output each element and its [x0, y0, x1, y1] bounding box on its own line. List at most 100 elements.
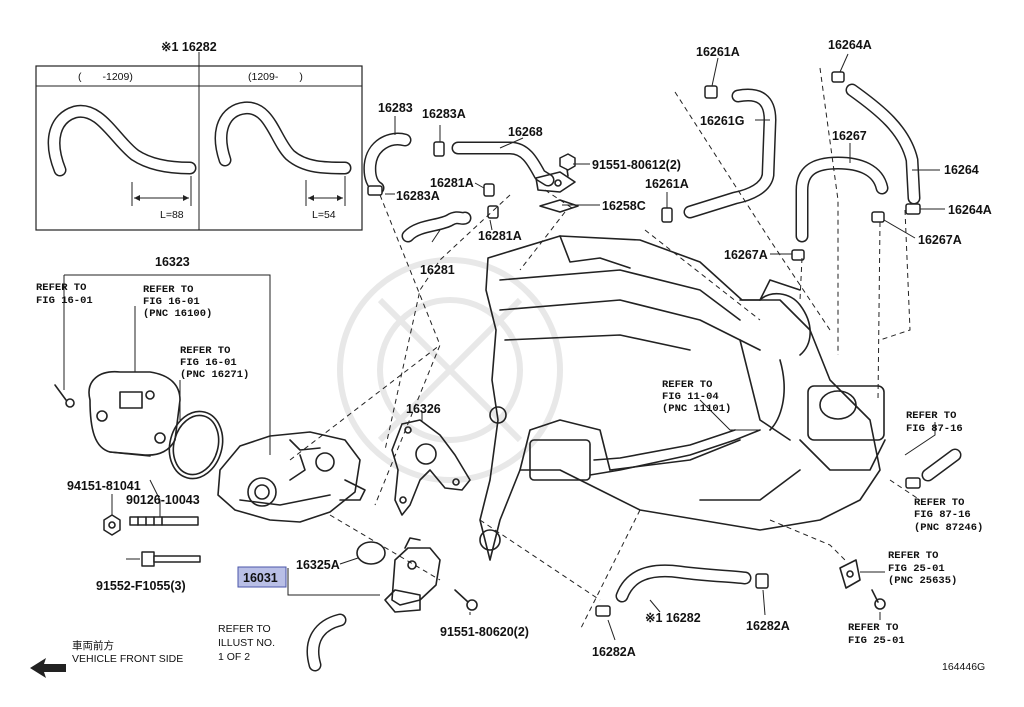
svg-text:FIG 16-01: FIG 16-01 [36, 295, 93, 307]
inset-left-range: ( -1209) [78, 71, 133, 83]
label-16282A-right[interactable]: 16282A [746, 619, 790, 633]
label-90126-10043[interactable]: 90126-10043 [126, 493, 200, 507]
ref-fig16-01-c[interactable]: REFER TO FIG 16-01 (PNC 16271) [180, 345, 249, 381]
water-inlet-16031 [384, 537, 441, 613]
watermark-logo [337, 257, 563, 483]
inset-right-range: (1209- ) [248, 71, 303, 83]
inset-box: ※1 16282 ( -1209) (1209- ) L=88 L=54 [35, 40, 363, 231]
hose-16283 [363, 132, 412, 195]
label-16261A-top[interactable]: 16261A [696, 45, 740, 59]
label-16325A[interactable]: 16325A [296, 558, 340, 572]
label-16281[interactable]: 16281 [420, 263, 455, 277]
label-91552-F1055[interactable]: 91552-F1055(3) [96, 579, 186, 593]
label-16031[interactable]: 16031 [243, 571, 278, 585]
label-94151-81041[interactable]: 94151-81041 [67, 479, 141, 493]
hose-16282-early: L=88 [47, 104, 197, 221]
engine-block [479, 235, 886, 561]
hose-refer-fig87 [905, 448, 962, 489]
svg-text:REFER TO: REFER TO [662, 379, 712, 391]
inset-title: ※1 16282 [161, 40, 217, 54]
ref-fig87-16-b[interactable]: REFER TO FIG 87-16 (PNC 87246) [914, 497, 983, 534]
svg-text:(PNC 16100): (PNC 16100) [143, 308, 212, 320]
svg-text:(PNC 16271): (PNC 16271) [180, 369, 249, 381]
ref-fig11-04[interactable]: REFER TO FIG 11-04 (PNC 11101) [662, 379, 731, 415]
ref-fig16-01-a[interactable]: REFER TO FIG 16-01 [36, 282, 93, 307]
hose-16267 [795, 156, 889, 243]
clamp-16261A-top [704, 85, 718, 99]
bolt-refer-fig16 [54, 384, 75, 408]
label-16283[interactable]: 16283 [378, 101, 413, 115]
reference-labels: REFER TO FIG 16-01 REFER TO FIG 16-01 (P… [36, 282, 983, 663]
front-label-jp: 車両前方 [72, 639, 114, 652]
label-91551-80612[interactable]: 91551-80612(2) [592, 158, 681, 172]
svg-text:1 OF 2: 1 OF 2 [218, 651, 250, 663]
svg-text:(PNC 25635): (PNC 25635) [888, 575, 957, 587]
hose-16282-main [615, 564, 752, 603]
svg-text:ILLUST NO.: ILLUST NO. [218, 637, 275, 649]
bracket-refer-fig25 [839, 559, 886, 610]
label-16261G[interactable]: 16261G [700, 114, 744, 128]
clamp-16264A-right [905, 203, 921, 215]
hose-16281 [401, 211, 472, 243]
svg-text:REFER TO: REFER TO [36, 282, 86, 294]
clamp-16261A-mid [661, 207, 673, 223]
highlight-16031 [237, 566, 287, 588]
ref-fig25-01-a[interactable]: REFER TO FIG 25-01 (PNC 25635) [888, 550, 957, 587]
part-labels: 16283 16283A 16283A 16268 91551-80612(2)… [67, 38, 992, 659]
label-91551-80620[interactable]: 91551-80620(2) [440, 625, 529, 639]
svg-text:REFER TO: REFER TO [914, 497, 964, 509]
svg-text:FIG 25-01: FIG 25-01 [888, 563, 945, 575]
ref-fig87-16-a[interactable]: REFER TO FIG 87-16 [906, 410, 963, 435]
gasket-16326 [391, 419, 471, 516]
svg-text:REFER TO: REFER TO [143, 284, 193, 296]
svg-text:REFER TO: REFER TO [848, 622, 898, 634]
ref-fig16-01-b[interactable]: REFER TO FIG 16-01 (PNC 16100) [143, 284, 212, 320]
label-16283A-top[interactable]: 16283A [422, 107, 466, 121]
label-16282-main[interactable]: ※1 16282 [645, 611, 701, 625]
figure-code: 164446G [942, 661, 985, 673]
label-16326[interactable]: 16326 [406, 402, 441, 416]
label-16267A-right[interactable]: 16267A [918, 233, 962, 247]
clamp-16267A-mid [791, 249, 805, 261]
label-16283A-bottom[interactable]: 16283A [396, 189, 440, 203]
label-16267A-mid[interactable]: 16267A [724, 248, 768, 262]
svg-text:REFER TO: REFER TO [180, 345, 230, 357]
leader-lines [63, 53, 945, 641]
clamp-16264A-top [831, 71, 845, 83]
svg-text:REFER TO: REFER TO [906, 410, 956, 422]
clamp-16281A-top [483, 183, 495, 197]
inset-left-length: L=88 [160, 209, 184, 221]
hose-16282-late: L=54 [214, 101, 352, 221]
label-16267[interactable]: 16267 [832, 129, 867, 143]
label-16281A-bottom[interactable]: 16281A [478, 229, 522, 243]
label-16264[interactable]: 16264 [944, 163, 979, 177]
stud-90126-10043 [129, 516, 199, 526]
svg-text:FIG 25-01: FIG 25-01 [848, 635, 905, 647]
front-arrow-icon [30, 658, 66, 678]
clamp-16282A-right [755, 573, 769, 589]
gasket-16258C [539, 199, 579, 213]
label-16268[interactable]: 16268 [508, 125, 543, 139]
label-16258C[interactable]: 16258C [602, 199, 646, 213]
o-ring-16325A [356, 541, 386, 565]
inset-right-length: L=54 [312, 209, 336, 221]
svg-text:FIG 11-04: FIG 11-04 [662, 391, 719, 403]
label-16261A-mid[interactable]: 16261A [645, 177, 689, 191]
label-16323[interactable]: 16323 [155, 255, 190, 269]
bolt-91552-F1055 [141, 551, 201, 567]
svg-text:(PNC 87246): (PNC 87246) [914, 522, 983, 534]
svg-text:REFER TO: REFER TO [888, 550, 938, 562]
label-16281A-top[interactable]: 16281A [430, 176, 474, 190]
label-16264A-right[interactable]: 16264A [948, 203, 992, 217]
svg-text:FIG 87-16: FIG 87-16 [914, 509, 971, 521]
clamp-16283A-top [433, 141, 445, 157]
ref-illust-1of2[interactable]: REFER TO ILLUST NO. 1 OF 2 [218, 623, 275, 663]
svg-text:FIG 16-01: FIG 16-01 [180, 357, 237, 369]
label-16264A-top[interactable]: 16264A [828, 38, 872, 52]
svg-text:FIG 87-16: FIG 87-16 [906, 423, 963, 435]
hose-16261G [683, 88, 777, 219]
hose-16264 [845, 83, 921, 205]
ref-fig25-01-b[interactable]: REFER TO FIG 25-01 [848, 622, 905, 647]
label-16282A-bottom[interactable]: 16282A [592, 645, 636, 659]
